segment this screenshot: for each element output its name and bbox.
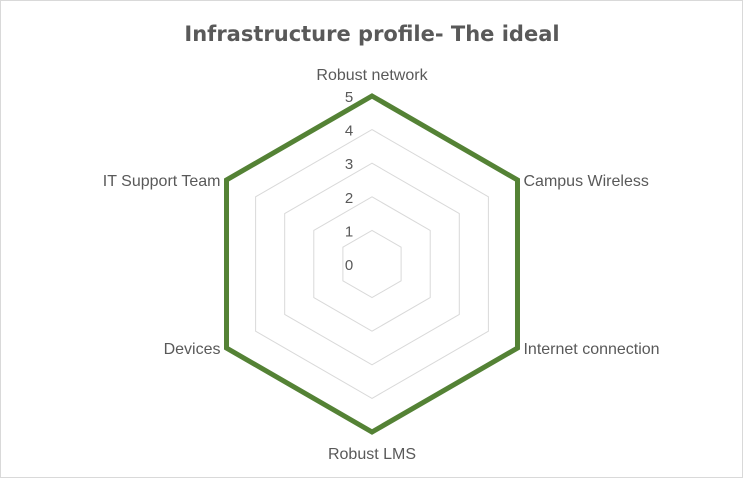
category-label: Internet connection [523, 341, 659, 358]
series [224, 93, 520, 435]
category-label: Campus Wireless [523, 173, 648, 190]
grid-ring-1 [342, 229, 402, 299]
radial-tick-labels: 0 1 2 3 4 5 [345, 89, 353, 274]
tick-label-2: 2 [345, 190, 353, 207]
grid-ring-4 [255, 129, 489, 399]
tick-label-3: 3 [345, 156, 353, 173]
category-label: IT Support Team [103, 173, 221, 190]
grid [226, 95, 518, 433]
grid-ring-3 [284, 162, 460, 366]
grid-ring-5 [226, 95, 518, 433]
category-label: Robust LMS [328, 446, 416, 463]
tick-label-4: 4 [345, 123, 353, 140]
tick-label-0: 0 [345, 257, 353, 274]
tick-label-1: 1 [345, 223, 353, 240]
category-label: Robust network [316, 67, 428, 84]
grid-ring-2 [313, 196, 431, 332]
chart-title: Infrastructure profile- The ideal [184, 22, 559, 46]
tick-label-5: 5 [345, 89, 353, 106]
series-line-0 [224, 93, 520, 435]
category-label: Devices [164, 341, 221, 358]
